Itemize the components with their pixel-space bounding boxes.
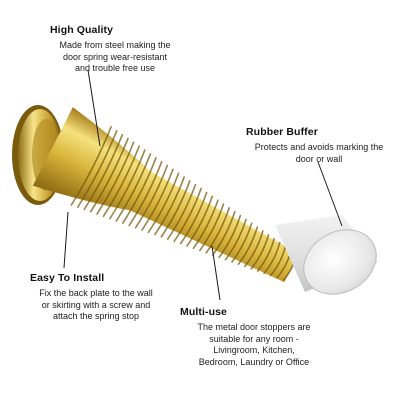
- spring-coil: [263, 241, 281, 275]
- spring-coil: [218, 214, 242, 259]
- leader-high-quality: [87, 69, 101, 147]
- spring-coil: [211, 210, 236, 257]
- spring-coil: [243, 230, 264, 268]
- spring-coil: [166, 183, 197, 241]
- spring-coil: [160, 180, 191, 238]
- leader-multi-use: [211, 245, 221, 301]
- spring-coil: [237, 226, 259, 266]
- spring-coil: [230, 222, 253, 263]
- spring-coil: [224, 218, 247, 261]
- spring-coil: [141, 168, 174, 231]
- callout-rubber-buffer: Rubber Buffer Protects and avoids markin…: [246, 126, 396, 165]
- spring-coil: [250, 234, 270, 270]
- callout-title: Easy To Install: [30, 272, 105, 284]
- callout-easy-to-install: Easy To Install Fix the back plate to th…: [30, 272, 170, 323]
- spring-coil: [147, 172, 180, 234]
- spring-coil: [185, 195, 214, 247]
- callout-title: Multi-use: [180, 306, 227, 318]
- callout-title: Rubber Buffer: [246, 126, 318, 138]
- spring-coil: [70, 126, 113, 206]
- spring-coil: [192, 199, 219, 250]
- spring-coil: [256, 237, 276, 273]
- callout-high-quality: High Quality Made from steel making the …: [50, 24, 200, 75]
- callout-body: Made from steel making the door spring w…: [59, 40, 171, 73]
- callout-body: Protects and avoids marking the door or …: [254, 142, 384, 164]
- spring-coil: [121, 156, 158, 225]
- spring-coil: [179, 191, 208, 245]
- spring-coil: [173, 187, 203, 243]
- spring-coil: [128, 160, 163, 227]
- spring-coil: [108, 149, 146, 220]
- spring-coil: [76, 129, 118, 209]
- spring-coil: [134, 164, 169, 229]
- spring-coil: [198, 203, 225, 252]
- leader-rubber-buffer: [317, 161, 343, 227]
- callout-body: Fix the back plate to the wall or skirti…: [39, 288, 153, 321]
- spring-coil: [83, 133, 124, 211]
- spring-body: [32, 107, 299, 283]
- spring-coil: [89, 137, 129, 213]
- spring-coil: [269, 245, 287, 277]
- spring-coil: [102, 145, 141, 218]
- leader-lines: [63, 69, 343, 301]
- callout-multi-use: Multi-use The metal door stoppers are su…: [180, 306, 330, 368]
- callout-body: The metal door stoppers are suitable for…: [197, 322, 311, 367]
- callout-title: High Quality: [50, 24, 114, 36]
- leader-easy-install: [63, 211, 69, 269]
- spring-coil: [115, 153, 152, 222]
- spring-coil: [153, 176, 186, 236]
- spring-coil: [96, 141, 135, 215]
- spring-coil: [205, 207, 231, 254]
- rubber-buffer-tip: [275, 215, 378, 295]
